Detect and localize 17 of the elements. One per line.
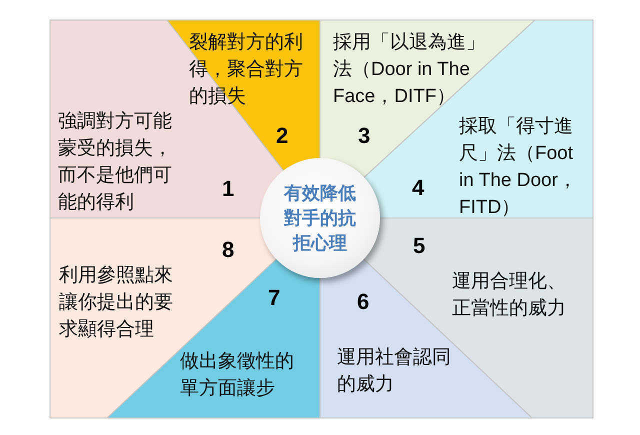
center-text: 有效降低對手的抗拒心理 xyxy=(283,182,357,254)
segment-text: 運用合理化、正當性的威力 xyxy=(452,270,567,321)
step-number: 7 xyxy=(268,286,280,310)
segment-text: 採用「以退為進」法（Door in The Face，DITF） xyxy=(333,31,486,109)
step-number: 1 xyxy=(222,177,234,201)
segment-text: 裂解對方的利得，聚合對方的損失 xyxy=(189,31,304,109)
segment-text: 運用社會認同的威力 xyxy=(337,346,452,397)
segment-text: 強調對方可能蒙受的損失，而不是他們可能的得利 xyxy=(58,110,173,215)
step-number: 3 xyxy=(358,124,370,148)
step-number: 6 xyxy=(357,290,370,314)
segment-text: 利用參照點來讓你提出的要求顯得合理 xyxy=(59,264,174,342)
step-number: 2 xyxy=(276,124,288,148)
segment-text: 做出象徵性的單方面讓步 xyxy=(180,350,295,401)
segment-text: 採取「得寸進尺」法（Foot in The Door，FITD） xyxy=(459,115,578,220)
step-number: 8 xyxy=(222,238,234,262)
step-number: 4 xyxy=(412,176,424,200)
step-number: 5 xyxy=(413,234,426,258)
